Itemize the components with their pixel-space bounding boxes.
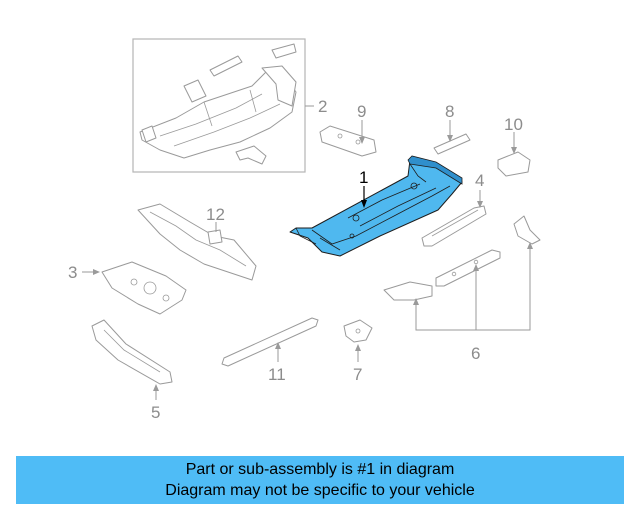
part-10-bracket bbox=[497, 151, 531, 177]
part-11-reinforcement-bar bbox=[221, 317, 319, 367]
callout-12: 12 bbox=[206, 205, 225, 224]
info-banner: Part or sub-assembly is #1 in diagram Di… bbox=[16, 456, 624, 504]
callout-3: 3 bbox=[68, 263, 77, 282]
banner-line-2: Diagram may not be specific to your vehi… bbox=[165, 482, 475, 499]
part-4-side-rail bbox=[421, 205, 487, 247]
callout-4: 4 bbox=[475, 171, 484, 190]
callout-9: 9 bbox=[357, 102, 366, 121]
part-2-floor-pan-assembly-box bbox=[132, 38, 306, 173]
callout-5: 5 bbox=[151, 403, 160, 422]
banner-line-1: Part or sub-assembly is #1 in diagram bbox=[185, 461, 455, 478]
part-1-highlighted-floor-pan bbox=[289, 155, 463, 257]
callout-10: 10 bbox=[504, 115, 523, 134]
part-8-reinforcement bbox=[433, 133, 471, 155]
callout-6: 6 bbox=[471, 344, 480, 363]
part-12-front-floor-member bbox=[137, 203, 257, 281]
leader-6 bbox=[415, 246, 531, 331]
part-6-rear-crossmembers bbox=[383, 215, 541, 301]
callout-2: 2 bbox=[318, 97, 327, 116]
callout-1: 1 bbox=[359, 168, 368, 187]
part-7-bracket bbox=[343, 319, 373, 343]
callout-11: 11 bbox=[268, 365, 286, 384]
part-5-side-sill bbox=[91, 319, 173, 385]
part-9-bracket bbox=[319, 125, 377, 157]
callout-8: 8 bbox=[445, 102, 454, 121]
part-3-floor-panel bbox=[101, 261, 187, 315]
callout-7: 7 bbox=[353, 365, 362, 384]
